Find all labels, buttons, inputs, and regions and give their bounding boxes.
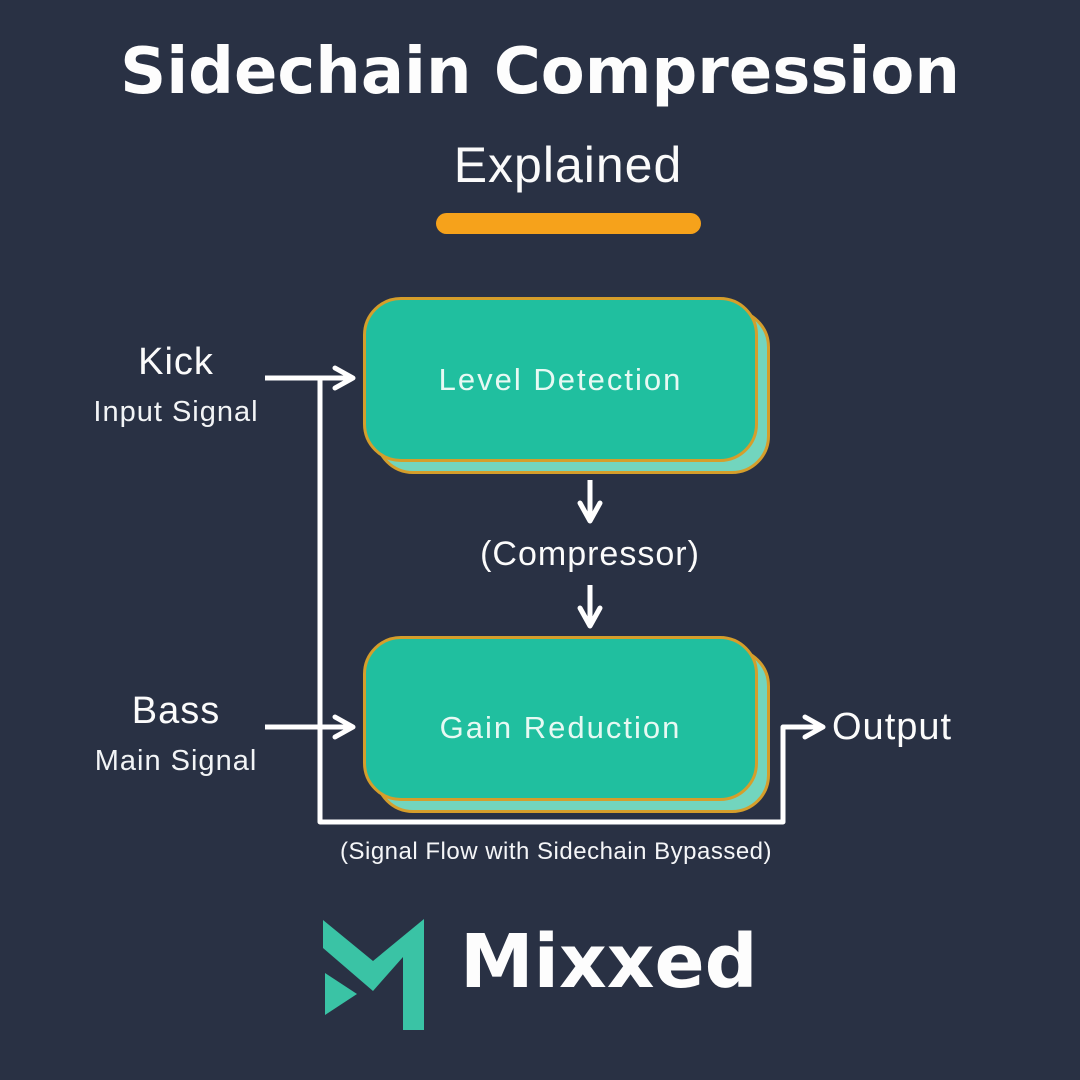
- level-detection-label: Level Detection: [438, 361, 683, 397]
- page-title: Sidechain Compression: [120, 35, 960, 109]
- gain-reduction-label: Gain Reduction: [439, 709, 682, 745]
- brand-wordmark: Mixxed: [460, 919, 758, 1005]
- title-underline-bar: [436, 213, 701, 234]
- page-subtitle: Explained: [453, 137, 683, 193]
- kick-label: Kick: [138, 341, 214, 383]
- node-level-detection: Level Detection: [363, 297, 758, 462]
- output-label: Output: [832, 706, 953, 748]
- bypass-caption: (Signal Flow with Sidechain Bypassed): [339, 838, 773, 865]
- compressor-label: (Compressor): [480, 535, 700, 573]
- mixxed-m-icon: [323, 919, 424, 1030]
- main-signal-label: Main Signal: [94, 745, 258, 777]
- bass-label: Bass: [131, 690, 221, 732]
- input-signal-label: Input Signal: [93, 396, 259, 428]
- node-gain-reduction: Gain Reduction: [363, 636, 758, 801]
